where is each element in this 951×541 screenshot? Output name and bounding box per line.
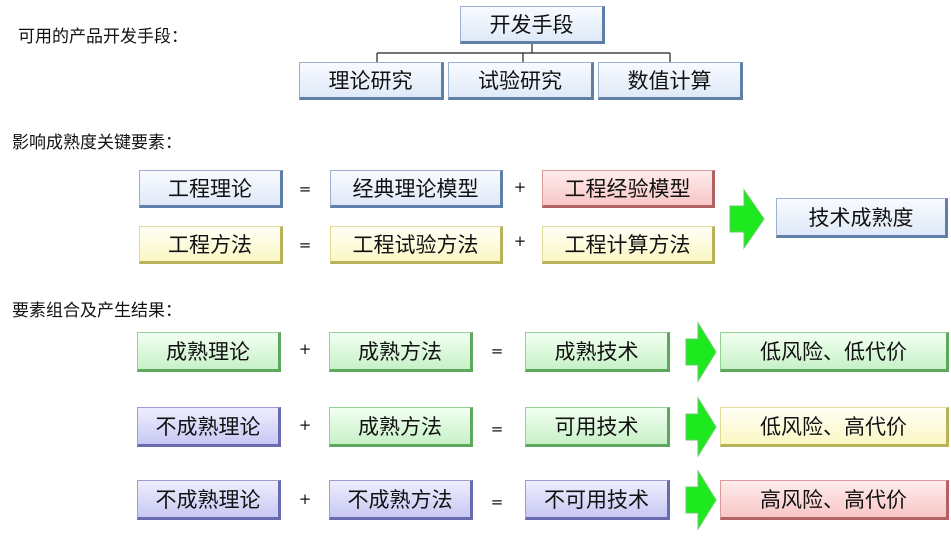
tree-child-numerical: 数值计算 <box>598 62 743 100</box>
combo-technology: 不可用技术 <box>525 480 670 520</box>
result-technology-maturity: 技术成熟度 <box>776 198 948 238</box>
plus-sign: + <box>298 490 312 508</box>
equals-sign: = <box>490 420 504 438</box>
combo-theory: 成熟理论 <box>137 332 281 372</box>
arrow-combo-1 <box>685 321 717 383</box>
equals-sign: = <box>490 342 504 360</box>
combo-method: 成熟方法 <box>329 407 473 447</box>
arrow-combo-2 <box>685 396 717 458</box>
factor-engineering-test-method: 工程试验方法 <box>330 226 503 264</box>
plus-sign: + <box>513 232 527 250</box>
arrow-combo-3 <box>685 469 717 531</box>
combo-theory: 不成熟理论 <box>137 480 281 520</box>
factor-classic-theory-model: 经典理论模型 <box>330 170 503 208</box>
combo-method: 不成熟方法 <box>329 480 473 520</box>
plus-sign: + <box>298 416 312 434</box>
section-label-factors: 影响成熟度关键要素： <box>12 133 182 153</box>
factor-engineering-calc-method: 工程计算方法 <box>542 226 715 264</box>
equals-sign: = <box>490 493 504 511</box>
factor-engineering-experience-model: 工程经验模型 <box>542 170 715 208</box>
tree-child-experiment: 试验研究 <box>448 62 594 100</box>
combo-theory: 不成熟理论 <box>137 407 281 447</box>
factor-engineering-method: 工程方法 <box>139 226 283 264</box>
combo-outcome: 低风险、高代价 <box>720 407 949 447</box>
equals-sign: = <box>298 236 312 254</box>
equals-sign: = <box>298 180 312 198</box>
combo-technology: 可用技术 <box>525 407 670 447</box>
plus-sign: + <box>513 178 527 196</box>
combo-technology: 成熟技术 <box>525 332 670 372</box>
combo-method: 成熟方法 <box>329 332 473 372</box>
green-arrows <box>685 188 765 531</box>
combo-outcome: 低风险、低代价 <box>720 332 949 372</box>
plus-sign: + <box>298 340 312 358</box>
tree-root: 开发手段 <box>460 6 605 44</box>
tree-child-theory: 理论研究 <box>299 62 444 100</box>
combo-outcome: 高风险、高代价 <box>720 480 949 520</box>
arrow-factors <box>729 188 765 250</box>
factor-engineering-theory: 工程理论 <box>139 170 283 208</box>
section-label-methods: 可用的产品开发手段： <box>18 27 188 47</box>
section-label-combinations: 要素组合及产生结果： <box>12 301 182 321</box>
tree-connectors <box>376 42 671 63</box>
